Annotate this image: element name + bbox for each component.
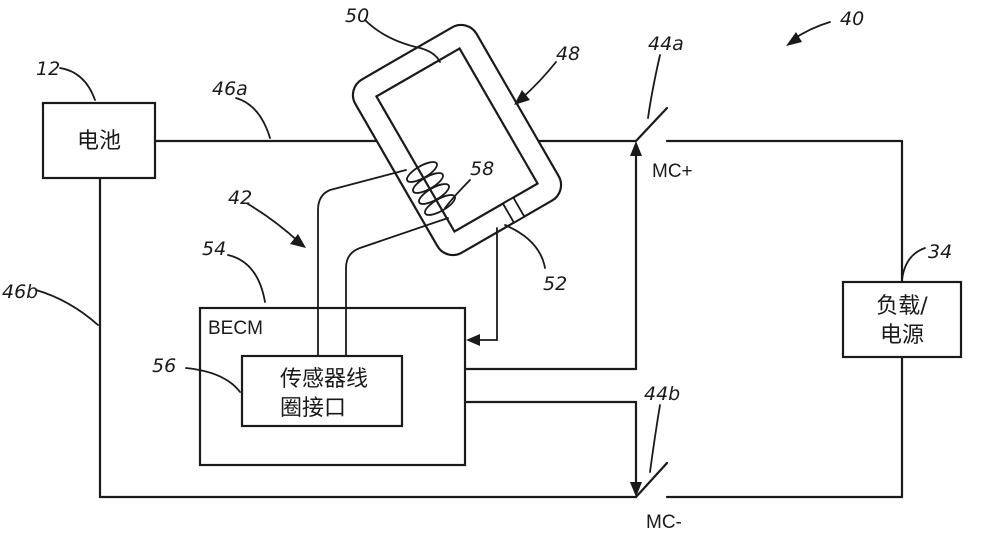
ref-56: 56 bbox=[152, 355, 176, 377]
gap-sensor-lead bbox=[466, 227, 498, 346]
coil-lead-outer bbox=[317, 169, 407, 357]
interface-label-line1: 传感器线 bbox=[280, 367, 368, 392]
ref-44b: 44b bbox=[644, 383, 680, 405]
ref-50: 50 bbox=[345, 5, 369, 27]
contactor-mc-minus bbox=[463, 400, 669, 499]
becm-label: BECM bbox=[208, 318, 263, 339]
load-label-line2: 电源 bbox=[880, 323, 924, 348]
interface-label-line2: 圈接口 bbox=[280, 396, 346, 421]
ref-42: 42 bbox=[228, 187, 252, 209]
ref-48: 48 bbox=[556, 43, 580, 65]
ref-54: 54 bbox=[202, 238, 226, 260]
ref-52: 52 bbox=[543, 273, 567, 295]
coil-lead-inner bbox=[345, 217, 449, 357]
sensor-interface-box bbox=[240, 354, 404, 428]
ref-34: 34 bbox=[928, 241, 952, 263]
ref-46a: 46a bbox=[212, 78, 248, 100]
mc-plus-label: MC+ bbox=[652, 161, 693, 182]
load-label-line1: 负载/ bbox=[876, 294, 928, 319]
battery-label: 电池 bbox=[77, 129, 121, 154]
leaders bbox=[35, 19, 926, 473]
ref-46b: 46b bbox=[2, 281, 38, 303]
load-box bbox=[841, 280, 963, 359]
ref-40: 40 bbox=[840, 8, 864, 30]
winding-coil bbox=[406, 161, 456, 216]
ref-44a: 44a bbox=[648, 33, 684, 55]
magnetic-core bbox=[351, 23, 563, 257]
contactor-mc-plus bbox=[463, 106, 669, 371]
ref-58: 58 bbox=[470, 158, 494, 180]
ref-12: 12 bbox=[36, 58, 60, 80]
battery-box bbox=[41, 101, 157, 180]
mc-minus-label: MC- bbox=[646, 512, 682, 533]
